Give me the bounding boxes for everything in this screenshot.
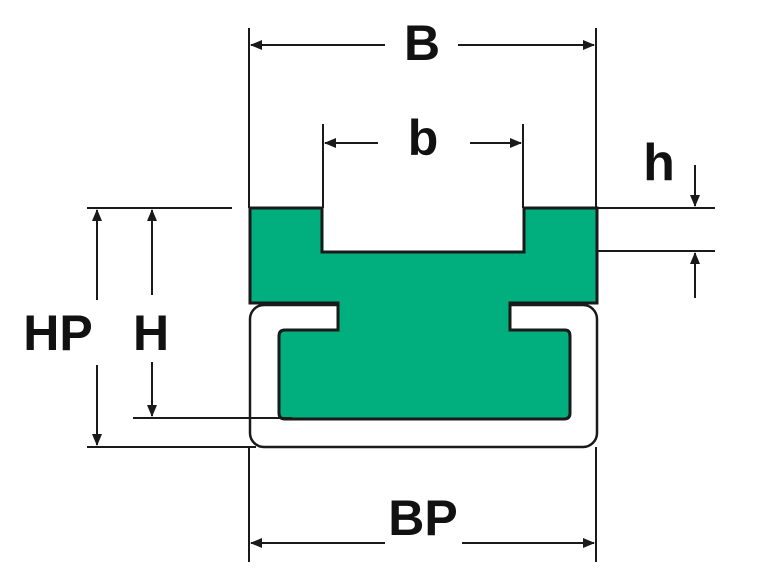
- label-h: h: [643, 134, 675, 192]
- label-HP: HP: [23, 305, 92, 361]
- dimension-lines: [87, 28, 715, 562]
- label-BP: BP: [388, 490, 457, 546]
- guide-profile: [248, 206, 599, 421]
- label-B: B: [404, 15, 440, 71]
- label-H: H: [133, 305, 169, 361]
- label-b: b: [408, 110, 439, 166]
